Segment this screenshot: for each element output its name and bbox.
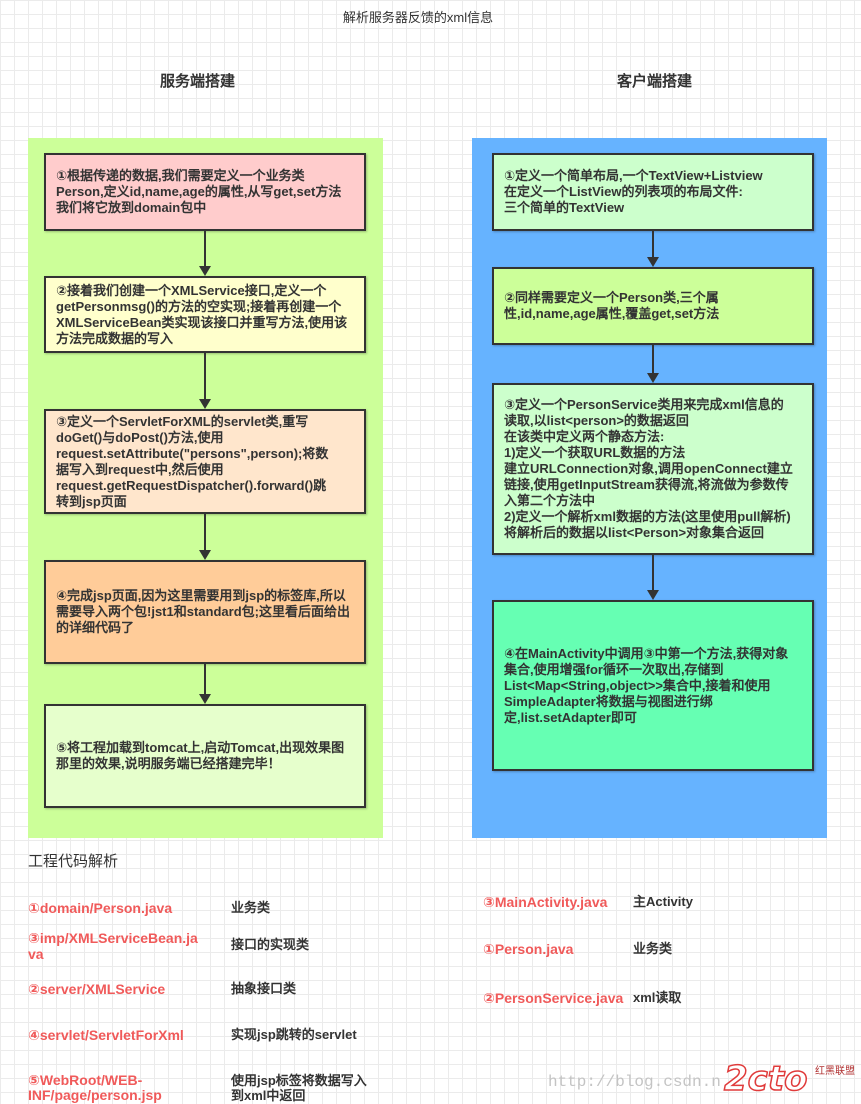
file-name: ①Person.java	[483, 941, 574, 957]
client-step-2: ②同样需要定义一个Person类,三个属 性,id,name,age属性,覆盖g…	[492, 267, 814, 345]
file-name: ⑤WebRoot/WEB- INF/page/person.jsp	[28, 1072, 162, 1103]
watermark-logo: 2cto	[723, 1059, 808, 1099]
step-text: ⑤将工程加载到tomcat上,启动Tomcat,出现效果图 那里的效果,说明服务…	[56, 740, 345, 771]
flow-arrow	[199, 353, 211, 409]
code-analysis-heading: 工程代码解析	[28, 853, 119, 870]
file-description: 抽象接口类	[231, 981, 297, 996]
step-text: ④完成jsp页面,因为这里需要用到jsp的标签库,所以 需要导入两个包!jst1…	[56, 588, 350, 635]
diagram-title: 解析服务器反馈的xml信息	[342, 10, 494, 25]
server-heading: 服务端搭建	[159, 73, 235, 90]
file-description: 接口的实现类	[231, 937, 310, 952]
file-description: 主Activity	[633, 894, 693, 909]
client-step-1: ①定义一个简单布局,一个TextView+Listview 在定义一个ListV…	[492, 153, 814, 231]
watermark-caption: 红黑联盟	[815, 1066, 855, 1077]
file-name: ④servlet/ServletForXml	[28, 1027, 184, 1043]
client-heading: 客户端搭建	[616, 73, 692, 90]
step-text: ②接着我们创建一个XMLService接口,定义一个 getPersonmsg(…	[56, 282, 348, 346]
step-text: ③定义一个ServletForXML的servlet类,重写 doGet()与d…	[56, 413, 329, 509]
watermark-url: http://blog.csdn.n	[548, 1073, 721, 1091]
server-step-5: ⑤将工程加载到tomcat上,启动Tomcat,出现效果图 那里的效果,说明服务…	[44, 704, 366, 808]
flow-arrow	[199, 664, 211, 704]
file-name: ③MainActivity.java	[483, 894, 608, 910]
flow-arrow	[647, 345, 659, 383]
flow-arrow	[199, 514, 211, 560]
file-name: ③imp/XMLServiceBean.ja va	[28, 930, 198, 962]
file-description: xml读取	[633, 990, 682, 1005]
flow-arrow	[647, 231, 659, 267]
server-step-2: ②接着我们创建一个XMLService接口,定义一个 getPersonmsg(…	[44, 276, 366, 353]
server-step-3: ③定义一个ServletForXML的servlet类,重写 doGet()与d…	[44, 409, 366, 514]
step-text: ①定义一个简单布局,一个TextView+Listview 在定义一个ListV…	[504, 168, 763, 215]
step-text: ③定义一个PersonService类用来完成xml信息的 读取,以list<p…	[504, 397, 793, 540]
client-step-4: ④在MainActivity中调用③中第一个方法,获得对象 集合,使用增强for…	[492, 600, 814, 771]
client-step-3: ③定义一个PersonService类用来完成xml信息的 读取,以list<p…	[492, 383, 814, 555]
flow-arrow	[647, 555, 659, 600]
server-step-4: ④完成jsp页面,因为这里需要用到jsp的标签库,所以 需要导入两个包!jst1…	[44, 560, 366, 664]
file-name: ①domain/Person.java	[28, 900, 173, 916]
server-step-1: ①根据传递的数据,我们需要定义一个业务类 Person,定义id,name,ag…	[44, 153, 366, 231]
file-description: 使用jsp标签将数据写入 到xml中返回	[231, 1073, 367, 1103]
file-description: 业务类	[231, 900, 271, 915]
step-text: ②同样需要定义一个Person类,三个属 性,id,name,age属性,覆盖g…	[504, 290, 720, 321]
flow-arrow	[199, 231, 211, 276]
step-text: ④在MainActivity中调用③中第一个方法,获得对象 集合,使用增强for…	[504, 645, 789, 725]
file-name: ②PersonService.java	[483, 990, 624, 1006]
file-description: 业务类	[633, 941, 673, 956]
file-description: 实现jsp跳转的servlet	[231, 1027, 357, 1042]
file-name: ②server/XMLService	[28, 981, 166, 997]
step-text: ①根据传递的数据,我们需要定义一个业务类 Person,定义id,name,ag…	[56, 168, 342, 215]
